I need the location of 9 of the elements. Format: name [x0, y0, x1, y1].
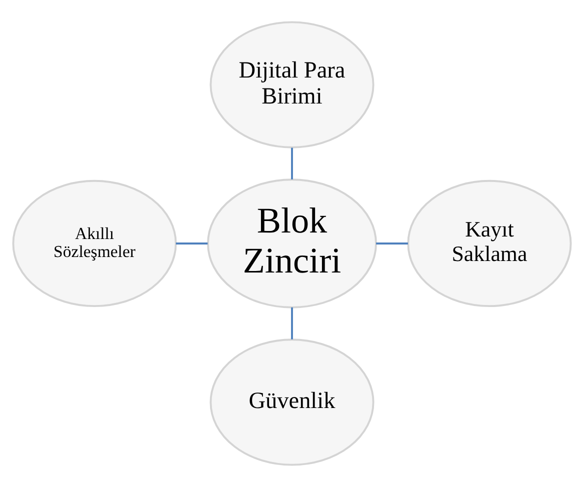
node-ellipse: Güvenlik: [210, 338, 374, 466]
node-ellipse: Kayıt Saklama: [407, 179, 572, 307]
connector: [176, 242, 208, 244]
connector: [376, 242, 408, 244]
node-ellipse: Dijital Para Birimi: [210, 20, 374, 148]
connector: [291, 306, 293, 339]
node-ellipse: Akıllı Sözleşmeler: [12, 179, 177, 307]
node-ellipse: Blok Zinciri: [207, 178, 377, 308]
connector: [291, 147, 293, 179]
